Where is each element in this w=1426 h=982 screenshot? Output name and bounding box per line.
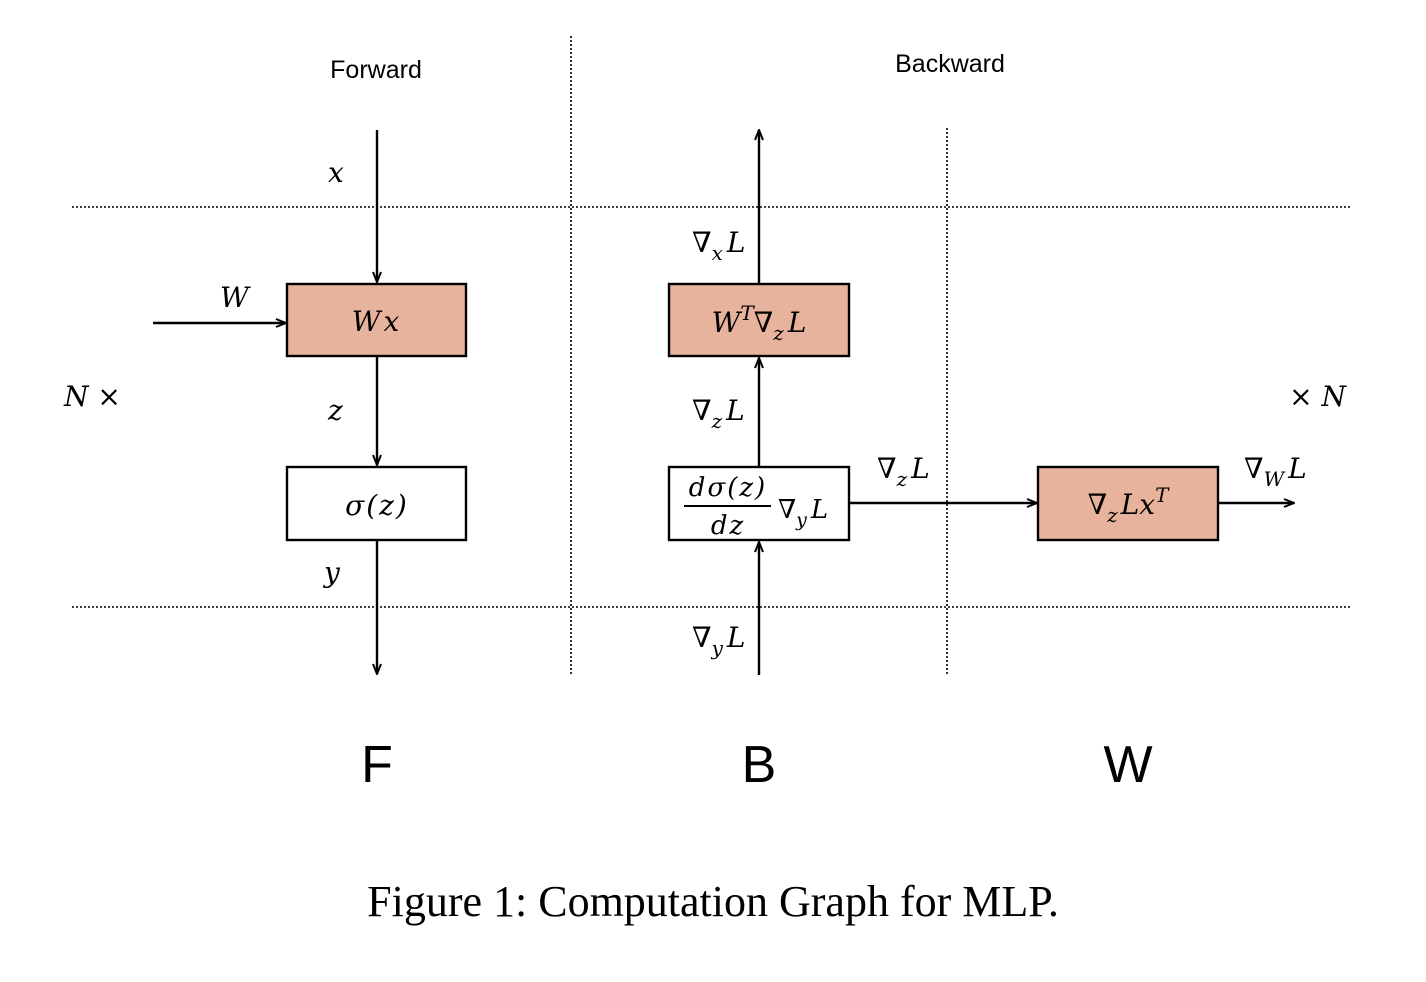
phase-label-b: B [742,736,777,794]
forward-label-z: z [327,394,343,427]
forward-label-w: W [220,281,251,314]
box-dsigma-numerator: dσ(z) [689,473,767,503]
box-wx-label: Wx [352,305,403,338]
backward-header: Backward [895,50,1005,78]
box-wt-gradz [667,282,851,358]
box-sigma-label: σ(z) [345,489,409,522]
phase-label-f: F [361,736,393,794]
forward-label-x: x [328,156,344,189]
forward-header: Forward [330,56,422,84]
box-gradw [1036,465,1220,542]
phase-label-w: W [1103,736,1152,794]
repeat-label-right: × N [1289,380,1347,413]
figure-caption: Figure 1: Computation Graph for MLP. [367,877,1059,926]
forward-label-y: y [322,556,341,589]
box-dsigma-denominator: dz [711,511,745,541]
box-wx [285,282,468,358]
repeat-label-left: N × [63,380,121,413]
